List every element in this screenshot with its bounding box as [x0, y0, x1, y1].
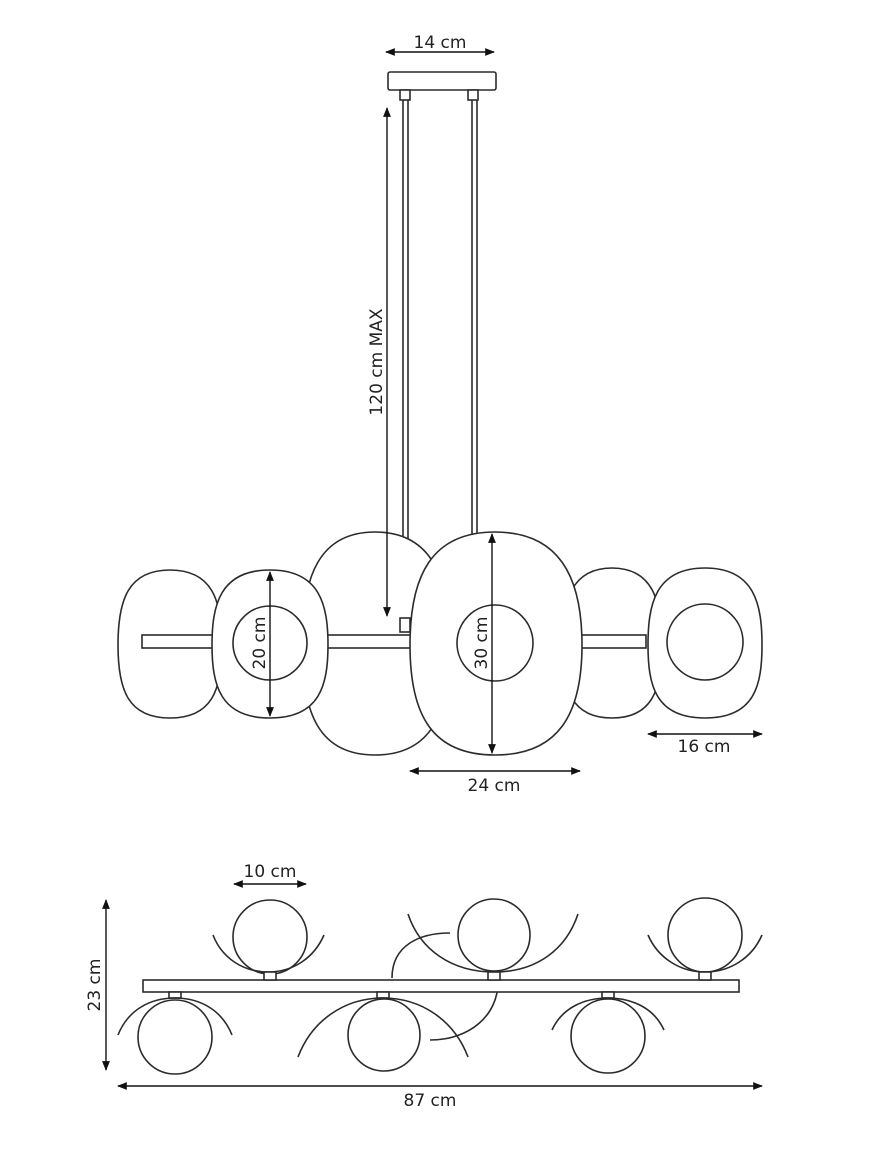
label-total-height: 23 cm [85, 959, 105, 1012]
side-globe-bottom-center [347, 998, 421, 1072]
label-globe-diameter: 10 cm [244, 862, 297, 882]
label-small-shade-height: 20 cm [250, 617, 270, 670]
side-globe-bottom-left [137, 999, 213, 1075]
front-view: 14 cm 120 cm MAX 20 cm 30 cm 24 cm 16 cm [117, 33, 763, 796]
label-large-shade-width: 24 cm [468, 776, 521, 796]
label-small-shade-width: 16 cm [678, 737, 731, 757]
side-globe-top-right [667, 897, 743, 973]
shade-front-right [647, 567, 763, 719]
side-globe-bottom-right [570, 998, 646, 1074]
shade-front-center [409, 531, 583, 756]
label-canopy-width: 14 cm [414, 33, 467, 53]
label-large-shade-height: 30 cm [472, 617, 492, 670]
label-suspension-length: 120 cm MAX [367, 308, 387, 415]
side-bar [142, 979, 740, 993]
ceiling-canopy [387, 71, 497, 91]
side-globe-top-left [232, 899, 308, 975]
globe-front-right [666, 603, 744, 681]
side-globe-top-center [457, 898, 531, 972]
label-total-length: 87 cm [404, 1091, 457, 1111]
side-view: 10 cm 23 cm 87 cm [85, 862, 763, 1111]
